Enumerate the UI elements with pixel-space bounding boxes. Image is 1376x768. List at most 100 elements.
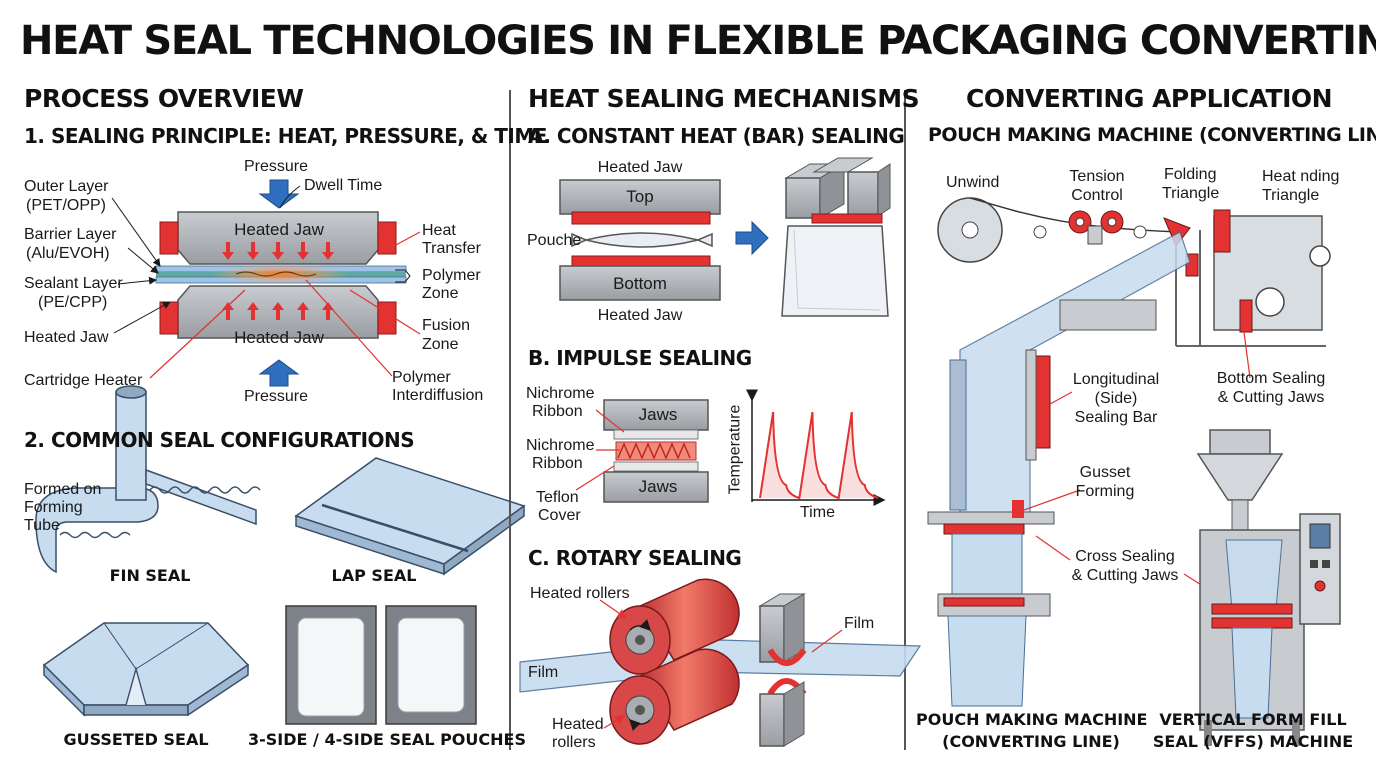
nichrome-label-2a: Nichrome	[526, 437, 595, 454]
side-seal-pouches-illustration	[285, 605, 477, 725]
longitudinal-label-1: Longitudinal	[1072, 371, 1160, 388]
impulse-sealing-heading: B. IMPULSE SEALING	[528, 346, 752, 370]
impulse-series-area	[760, 412, 878, 498]
outer-layer-label-2: (PET/OPP)	[26, 197, 107, 214]
dwell-time-label: Dwell Time	[304, 177, 383, 194]
heated-jaw-side-label: Heated Jaw	[24, 329, 109, 346]
fin-seal-caption: FIN SEAL	[109, 566, 191, 585]
outer-layer-label-1: Outer Layer	[24, 178, 109, 195]
longitudinal-label-2: (Side)	[1094, 390, 1138, 407]
fusion-zone-label-1: Fusion	[422, 317, 471, 334]
gusset-forming-label-2: Forming	[1075, 483, 1135, 500]
fusion-glow	[210, 264, 350, 284]
heated-rollers-bottom-label-1: Heated	[552, 716, 604, 733]
cartridge-heater-top-right	[377, 221, 397, 255]
cross-sealing-label-2: & Cutting Jaws	[1071, 567, 1179, 584]
sealant-layer-label-2: (PE/CPP)	[38, 294, 108, 311]
cartridge-heater-top-left	[159, 221, 179, 255]
converting-subheading: POUCH MAKING MACHINE (CONVERTING LINE)	[928, 124, 1376, 146]
pouch-machine-caption-1: POUCH MAKING MACHINE	[916, 710, 1148, 729]
bar-heated-jaw-bottom-label: Heated Jaw	[597, 307, 683, 324]
cartridge-heater-bottom-left	[159, 301, 179, 335]
pouch-machine-caption-2: (CONVERTING LINE)	[942, 732, 1120, 751]
mechanisms-heading: HEAT SEALING MECHANISMS	[528, 84, 920, 113]
jaws-bottom-label: Jaws	[638, 477, 678, 496]
heat-nding-triangle-label-2: Triangle	[1262, 187, 1320, 204]
bottom-sealing-label-2: & Cutting Jaws	[1217, 389, 1325, 406]
lap-seal-caption: LAP SEAL	[331, 566, 417, 585]
seal-configurations-heading: 2. COMMON SEAL CONFIGURATIONS	[24, 428, 415, 452]
film-right-label: Film	[844, 615, 875, 632]
tension-control-label-2: Control	[1071, 187, 1123, 204]
cross-sealing-label-1: Cross Sealing	[1075, 548, 1175, 565]
folding-triangle-label-1: Folding	[1164, 166, 1217, 183]
time-axis-label: Time	[800, 504, 835, 521]
gusset-forming-shape	[1012, 500, 1024, 518]
heat-arrows-down	[222, 242, 334, 260]
heated-rollers-bottom-label-2: rollers	[552, 734, 596, 751]
cartridge-heater-label: Cartridge Heater	[24, 372, 143, 389]
teflon-label-2: Cover	[538, 507, 581, 524]
nichrome-label-2b: Ribbon	[532, 455, 583, 472]
formed-on-label-2: Forming	[24, 499, 83, 516]
pouche-label: Pouche	[527, 232, 582, 249]
folding-triangle-shape	[1163, 217, 1191, 247]
process-overview-heading: PROCESS OVERVIEW	[24, 84, 304, 113]
heat-transfer-label-1: Heat	[422, 222, 456, 239]
gusseted-seal-illustration	[42, 622, 250, 717]
constant-heat-heading: A. CONSTANT HEAT (BAR) SEALING	[528, 124, 905, 148]
impulse-series-line	[759, 411, 879, 500]
pressure-arrow-top	[258, 179, 300, 209]
barrier-layer-label-2: (Alu/EVOH)	[26, 245, 110, 262]
fusion-zone-label-2: Zone	[422, 336, 459, 353]
tension-rollers	[1068, 210, 1147, 245]
unwind-label: Unwind	[946, 174, 1000, 191]
formed-on-label-3: Tube	[24, 517, 60, 534]
nichrome-label-1a: Nichrome	[526, 385, 595, 402]
converting-heading: CONVERTING APPLICATION	[966, 84, 1333, 113]
gusset-forming-label-1: Gusset	[1079, 464, 1131, 481]
rotary-sealing-diagram	[519, 578, 922, 747]
pressure-top-label: Pressure	[244, 158, 309, 175]
sealing-principle-diagram	[111, 179, 421, 387]
polymer-interdiffusion-label-1: Polymer	[392, 369, 451, 386]
fin-seal-illustration	[35, 385, 261, 574]
gusseted-seal-caption: GUSSETED SEAL	[63, 730, 209, 749]
nichrome-label-1b: Ribbon	[532, 403, 583, 420]
jaws-top-label: Jaws	[638, 405, 678, 424]
vffs-caption-2: SEAL (VFFS) MACHINE	[1152, 732, 1354, 751]
pressure-arrow-bottom	[258, 359, 300, 387]
vffs-machine	[1196, 429, 1341, 746]
heat-nding-triangle-label-1: Heat nding	[1262, 168, 1340, 185]
heated-jaw-top-label: Heated Jaw	[234, 220, 324, 239]
polymer-zone-label-2: Zone	[422, 285, 459, 302]
sealant-layer-label-1: Sealant Layer	[24, 275, 123, 292]
polymer-zone-label-1: Polymer	[422, 267, 481, 284]
sealing-principle-heading: 1. SEALING PRINCIPLE: HEAT, PRESSURE, & …	[24, 124, 547, 148]
heated-jaw-bottom-label: Heated Jaw	[234, 328, 324, 347]
bar-heated-jaw-top-label: Heated Jaw	[597, 159, 683, 176]
cartridge-heater-bottom-right	[377, 301, 397, 335]
tension-control-label-1: Tension	[1069, 168, 1125, 185]
page-title: HEAT SEAL TECHNOLOGIES IN FLEXIBLE PACKA…	[20, 18, 1376, 64]
temperature-axis-label: Temperature	[726, 404, 744, 495]
bar-bottom-label: Bottom	[613, 274, 667, 293]
longitudinal-label-3: Sealing Bar	[1074, 409, 1158, 426]
heat-arrows-up	[222, 302, 334, 320]
impulse-sealing-diagram	[575, 389, 886, 506]
barrier-layer-label-1: Barrier Layer	[24, 226, 117, 243]
bar-top-label: Top	[626, 187, 654, 206]
folding-triangle-label-2: Triangle	[1162, 185, 1220, 202]
film-left-label: Film	[528, 664, 559, 681]
formed-on-label-1: Formed on	[24, 481, 102, 498]
polymer-interdiffusion-label-2: Interdiffusion	[392, 387, 484, 404]
vffs-caption-1: VERTICAL FORM FILL	[1159, 710, 1347, 729]
bar-sealing-diagram	[559, 157, 891, 317]
pouch-making-machine	[927, 197, 1331, 707]
heated-rollers-top-label: Heated rollers	[530, 585, 630, 602]
side-seal-pouches-caption: 3-SIDE / 4-SIDE SEAL POUCHES	[248, 730, 526, 749]
teflon-label-1: Teflon	[536, 489, 579, 506]
rotary-sealing-heading: C. ROTARY SEALING	[528, 546, 742, 570]
bar-sealing-arrow	[735, 220, 769, 256]
